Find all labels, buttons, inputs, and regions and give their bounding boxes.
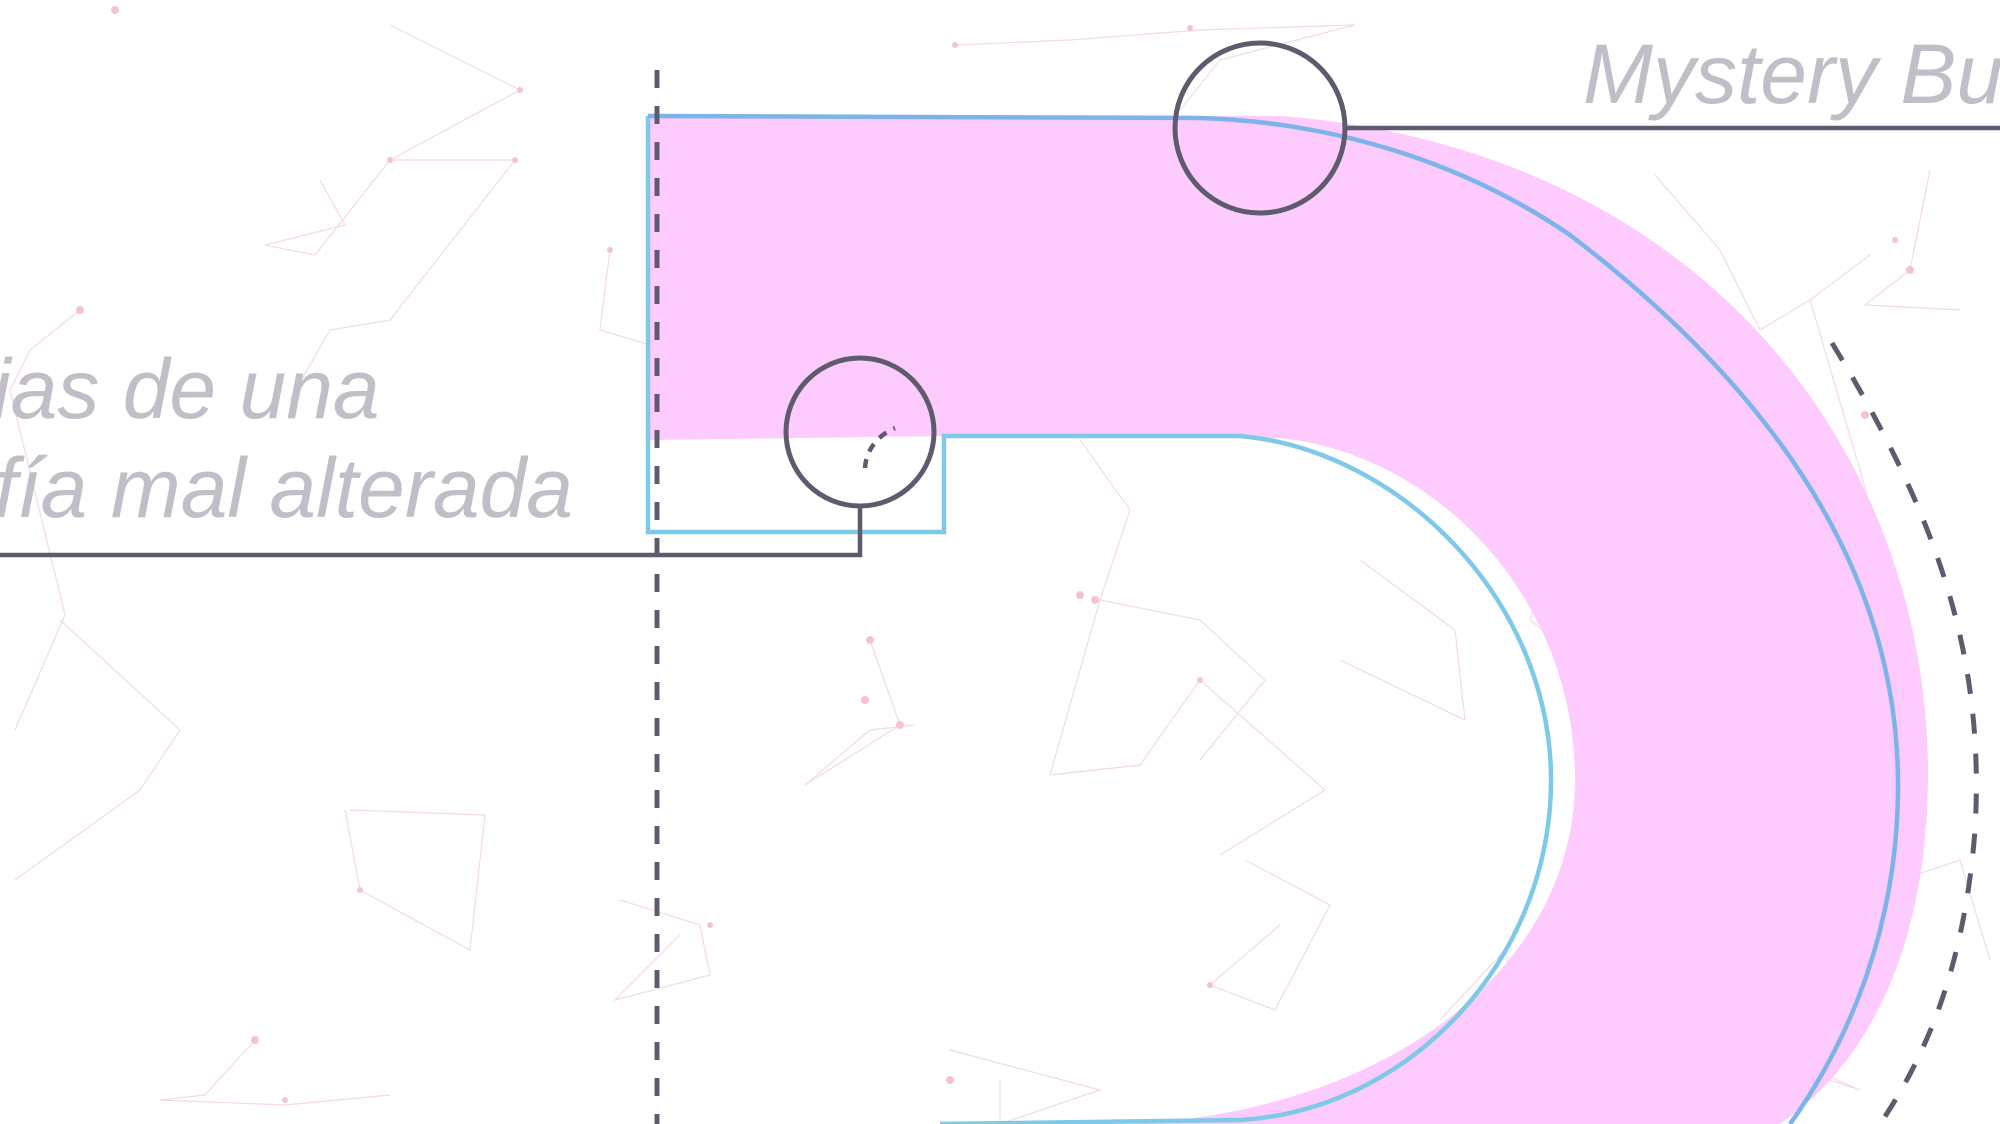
glyph-fill-shape	[648, 116, 1929, 1124]
outer-contour-outline	[647, 113, 1901, 1124]
corner-dashed-arc	[862, 425, 896, 469]
outer-dashed-arc-guide	[1829, 341, 1979, 1124]
left-label-line-1: ias de una	[0, 342, 380, 436]
top-right-label: Mystery Bu	[1583, 27, 2000, 121]
left-label-line-2: fía mal alterada	[0, 441, 573, 535]
inner-contour-outline	[645, 116, 1554, 1124]
left-callout-leader-line	[0, 506, 863, 558]
